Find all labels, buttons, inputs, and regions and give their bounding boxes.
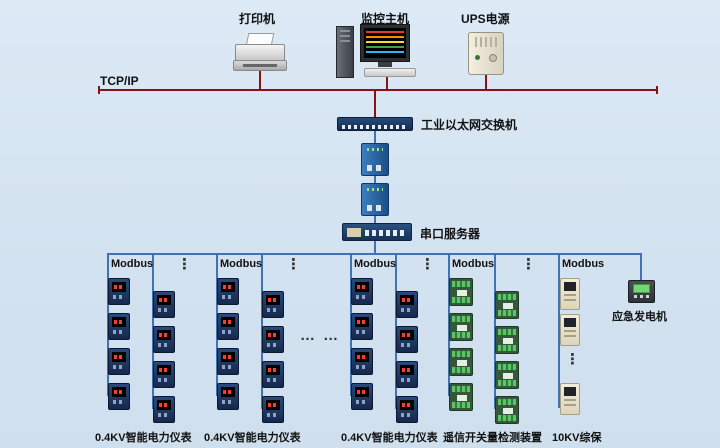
protection-relay-icon — [560, 314, 580, 346]
power-meter-icon — [108, 313, 130, 340]
group-label: 0.4KV智能电力仪表 — [341, 432, 438, 444]
modbus-label: Modbus — [220, 258, 263, 270]
more-groups-dots: … … — [300, 327, 341, 344]
remote-signal-module-icon — [449, 383, 473, 411]
modbus-label: Modbus — [452, 258, 495, 270]
modbus-label: Modbus — [111, 258, 154, 270]
more-devices-dots: ⋮ — [286, 256, 301, 273]
power-meter-icon — [153, 361, 175, 388]
ethernet-switch-icon — [337, 117, 413, 131]
power-meter-icon — [351, 313, 373, 340]
group-label: 0.4KV智能电力仪表 — [95, 432, 192, 444]
power-meter-icon — [217, 383, 239, 410]
tcpip-bus-endcap-left — [98, 86, 100, 94]
ups-label: UPS电源 — [461, 12, 510, 26]
pc-keyboard — [364, 68, 416, 77]
tcpip-label: TCP/IP — [100, 74, 139, 88]
power-meter-icon — [217, 348, 239, 375]
more-devices-dots: ⋮ — [521, 256, 536, 273]
pc-monitor — [360, 24, 410, 62]
ups-link-line — [485, 75, 487, 90]
serial-server-label: 串口服务器 — [420, 227, 481, 241]
modbus-bus-line — [107, 253, 642, 255]
more-devices-dots: ⋮ — [177, 256, 192, 273]
generator-link-line — [640, 253, 642, 280]
bus-to-switch-line — [374, 90, 376, 117]
ups-icon — [468, 32, 504, 75]
converter-link-line — [374, 176, 376, 183]
remote-signal-module-icon — [495, 326, 519, 354]
converter-leds — [367, 148, 383, 151]
remote-signal-module-icon — [495, 361, 519, 389]
ups-button — [489, 54, 497, 62]
power-meter-icon — [396, 291, 418, 318]
serial-to-bus-line — [374, 241, 376, 254]
pc-stand — [378, 62, 392, 67]
printer-label: 打印机 — [239, 12, 276, 26]
serial-server-tag — [347, 228, 361, 237]
media-converter-icon — [361, 143, 389, 176]
host-link-line — [386, 77, 388, 90]
power-meter-icon — [262, 326, 284, 353]
tcpip-bus-endcap-right — [656, 86, 658, 94]
power-meter-icon — [396, 396, 418, 423]
power-meter-icon — [108, 383, 130, 410]
printer-body — [235, 44, 285, 61]
pc-screen — [364, 28, 406, 58]
serial-server-icon — [342, 223, 412, 241]
modbus-label: Modbus — [562, 258, 605, 270]
pc-tower — [336, 26, 354, 78]
more-devices-dots: ⋮ — [565, 351, 580, 368]
emergency-generator-label: 应急发电机 — [612, 311, 667, 323]
modbus-drop-line — [558, 253, 560, 408]
power-meter-icon — [153, 326, 175, 353]
media-converter-icon — [361, 183, 389, 216]
remote-signal-module-icon — [449, 348, 473, 376]
converter-ports — [367, 205, 383, 211]
power-meter-icon — [351, 383, 373, 410]
group-label: 0.4KV智能电力仪表 — [204, 432, 301, 444]
group-label: 遥信开关量检测装置 — [443, 432, 542, 444]
converter-leds — [367, 188, 383, 191]
ups-vent — [475, 37, 497, 47]
emergency-generator-icon — [628, 280, 655, 303]
remote-signal-module-icon — [495, 396, 519, 424]
tcpip-bus-line — [98, 89, 658, 91]
power-meter-icon — [217, 278, 239, 305]
generator-buttons — [634, 295, 649, 298]
power-meter-icon — [153, 291, 175, 318]
group-label: 10KV综保 — [552, 432, 602, 444]
monitoring-host-label: 监控主机 — [361, 12, 410, 26]
remote-signal-module-icon — [449, 313, 473, 341]
power-meter-icon — [396, 326, 418, 353]
protection-relay-icon — [560, 383, 580, 415]
converter-to-serial-line — [374, 216, 376, 223]
ethernet-switch-label: 工业以太网交换机 — [421, 118, 518, 132]
printer-link-line — [259, 71, 261, 90]
printer-icon — [233, 33, 287, 73]
power-meter-icon — [153, 396, 175, 423]
power-meter-icon — [262, 361, 284, 388]
ups-led — [475, 55, 480, 60]
monitoring-host-icon — [336, 24, 418, 80]
serial-server-ports — [365, 230, 407, 236]
modbus-label: Modbus — [354, 258, 397, 270]
power-meter-icon — [396, 361, 418, 388]
power-meter-icon — [262, 396, 284, 423]
generator-screen — [633, 284, 650, 293]
protection-relay-icon — [560, 278, 580, 310]
power-meter-icon — [351, 348, 373, 375]
power-meter-icon — [217, 313, 239, 340]
power-meter-icon — [262, 291, 284, 318]
converter-ports — [367, 165, 383, 171]
power-meter-icon — [108, 278, 130, 305]
remote-signal-module-icon — [495, 291, 519, 319]
switch-ports — [342, 125, 408, 129]
more-devices-dots: ⋮ — [420, 256, 435, 273]
power-meter-icon — [108, 348, 130, 375]
switch-to-converter-line — [374, 131, 376, 143]
power-meter-icon — [351, 278, 373, 305]
printer-slot — [243, 64, 277, 67]
remote-signal-module-icon — [449, 278, 473, 306]
